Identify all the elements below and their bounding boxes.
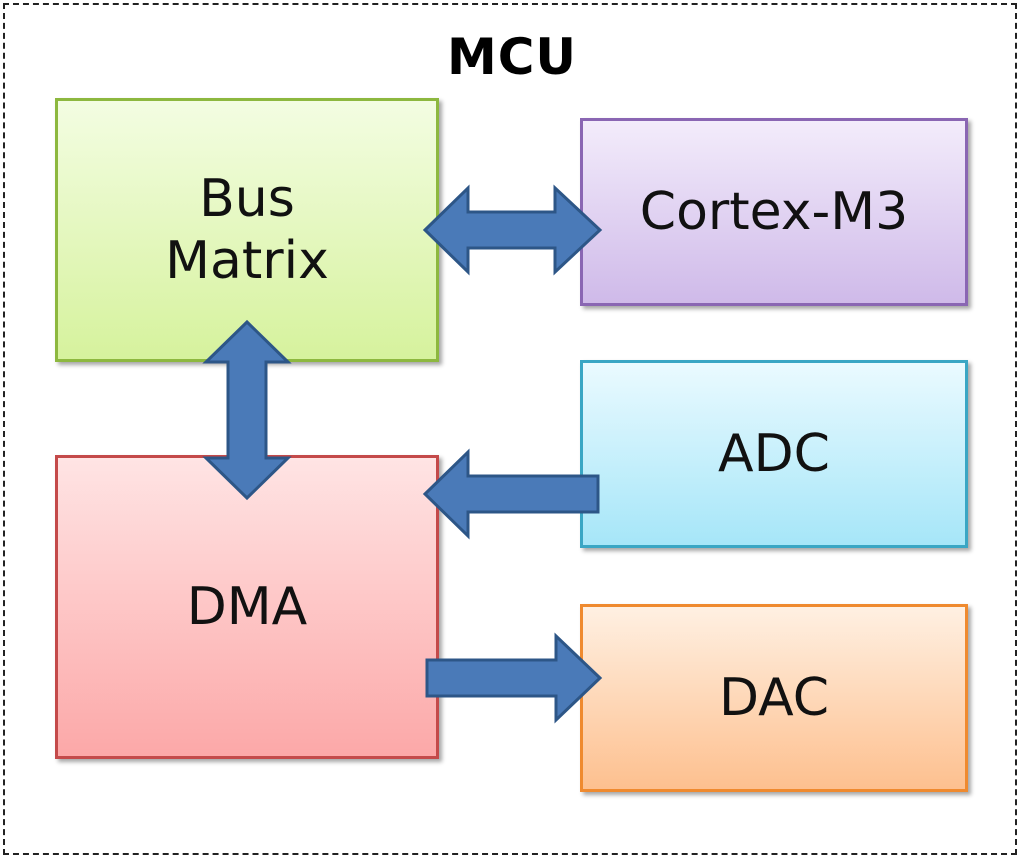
dac-label: DAC — [718, 667, 830, 728]
cortex-m3-label: Cortex-M3 — [639, 181, 909, 242]
bus-matrix-label: Bus Matrix — [165, 168, 329, 291]
dma-block: DMA — [55, 455, 439, 759]
mcu-boundary — [3, 3, 1017, 855]
dac-block: DAC — [580, 604, 968, 792]
adc-label: ADC — [718, 423, 830, 484]
adc-block: ADC — [580, 360, 968, 548]
bus-matrix-block: Bus Matrix — [55, 98, 439, 362]
dma-label: DMA — [186, 576, 308, 637]
diagram-title: MCU — [446, 28, 578, 86]
cortex-m3-block: Cortex-M3 — [580, 118, 968, 306]
